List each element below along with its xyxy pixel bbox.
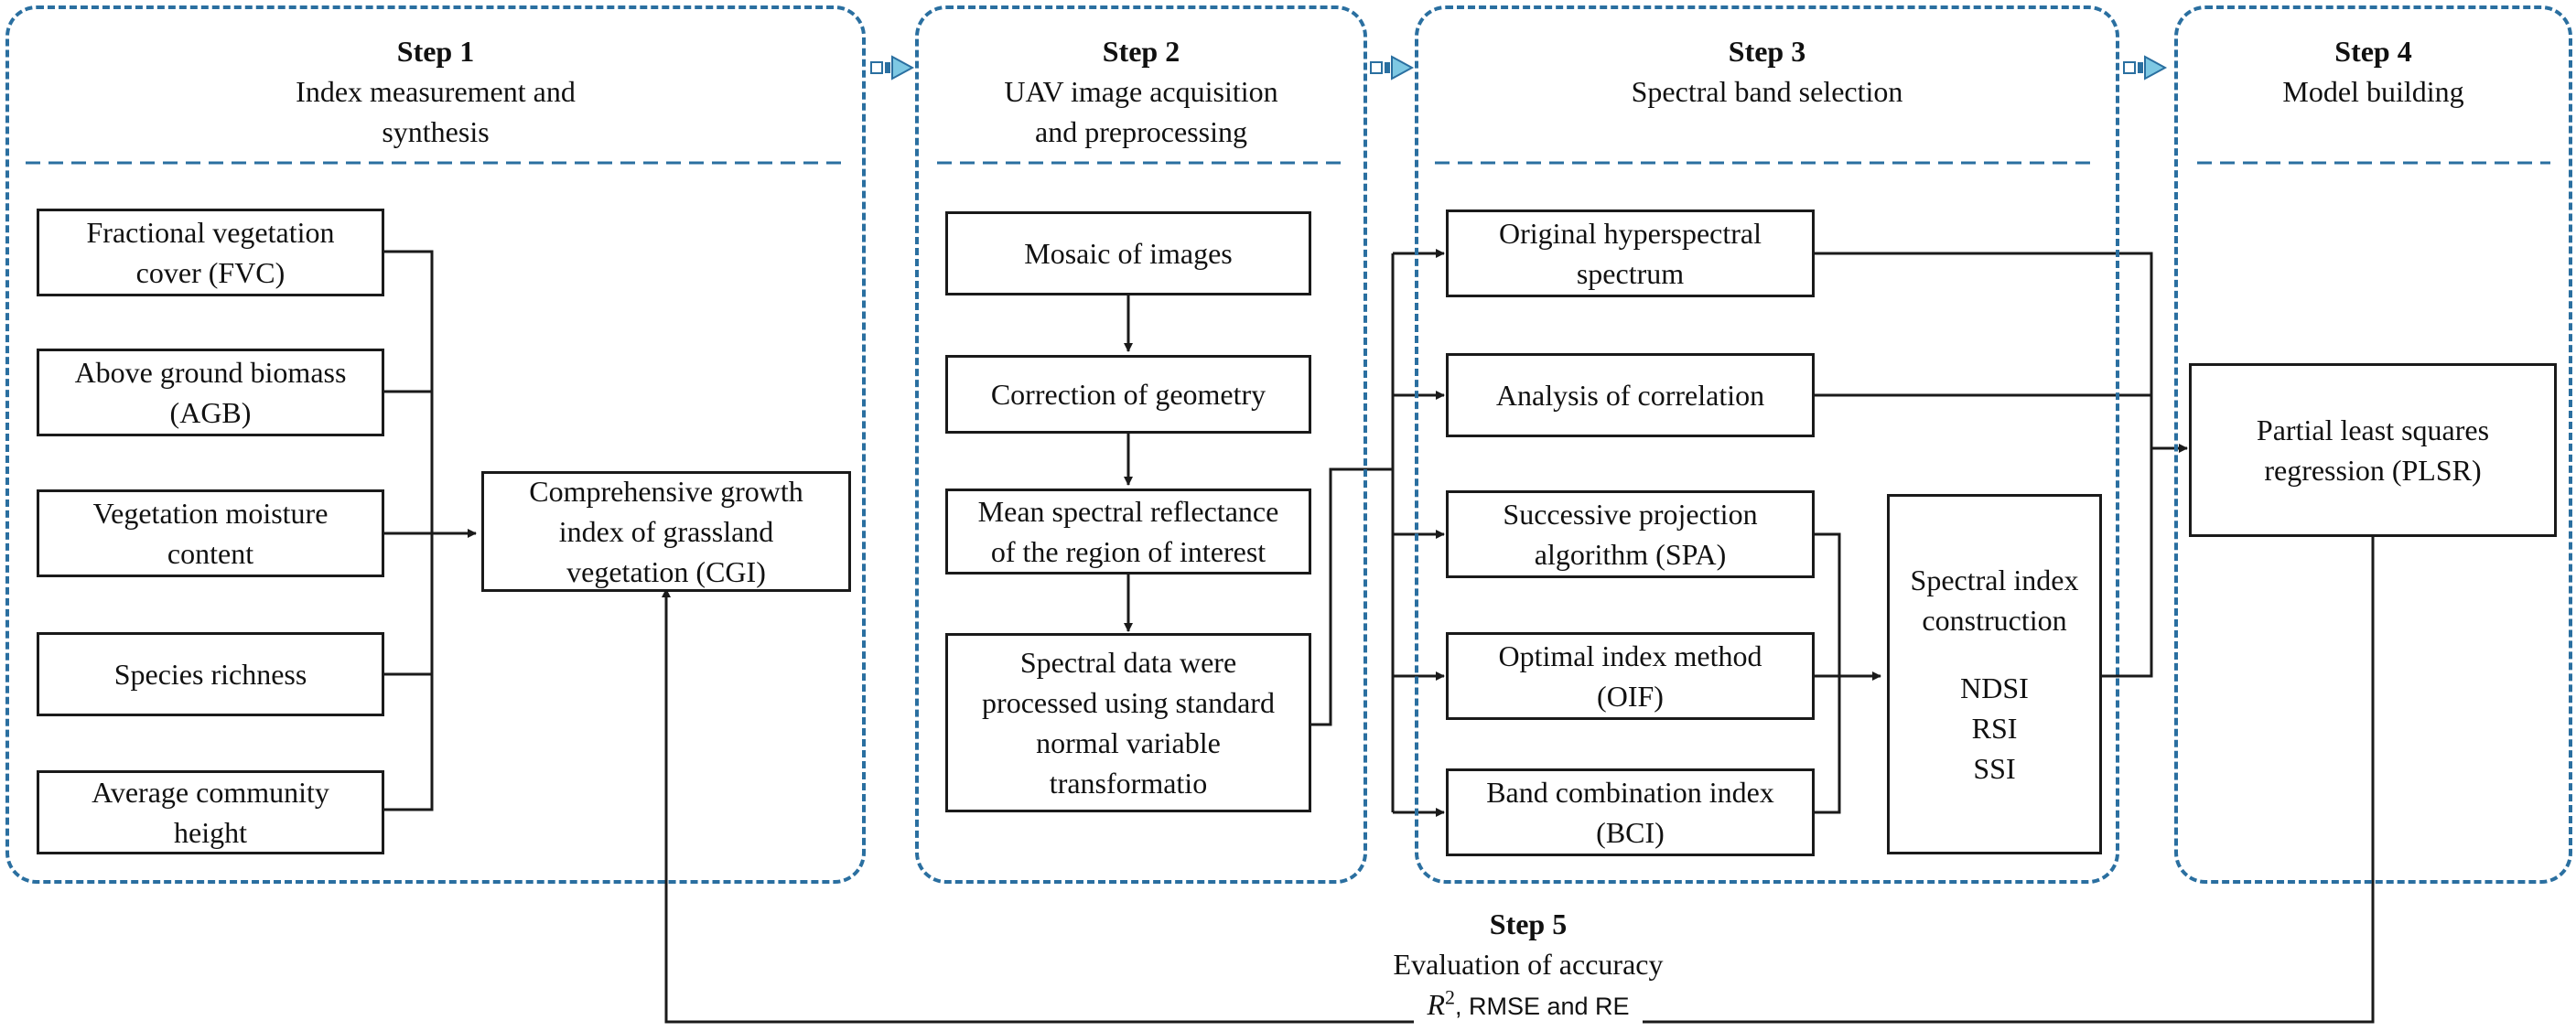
rsi-label: RSI <box>1971 712 2018 745</box>
step1-panel <box>5 5 866 884</box>
step5-title: Step 5 <box>1489 907 1568 940</box>
spa-line-1: Successive projection <box>1503 498 1758 531</box>
step5-label: Step 5 Evaluation of accuracy R2, RMSE a… <box>1071 904 1986 1026</box>
spa-box: Successive projection algorithm (SPA) <box>1446 490 1815 578</box>
connector-3-4 <box>2123 55 2168 81</box>
step2-title: Step 2 <box>1102 35 1180 68</box>
agb-line-2: (AGB) <box>169 396 252 429</box>
step2-subtitle-2: and preprocessing <box>1035 115 1247 148</box>
plsr-line-1: Partial least squares <box>2256 413 2490 446</box>
moisture-line-2: content <box>167 537 254 570</box>
index-box-moisture: Vegetation moisture content <box>37 489 384 577</box>
step3-header: Step 3 Spectral band selection <box>1415 31 2119 112</box>
connector-2-3 <box>1370 55 1415 81</box>
panel-connectors <box>870 55 2168 81</box>
step3-panel <box>1415 5 2119 884</box>
geometry-box: Correction of geometry <box>945 355 1311 434</box>
cgi-box: Comprehensive growth index of grassland ve… <box>481 471 851 592</box>
moisture-line-1: Vegetation moisture <box>92 497 329 530</box>
index-box-height: Average community height <box>37 770 384 854</box>
step3-subtitle-1: Spectral band selection <box>1631 75 1903 108</box>
step2-header: Step 2 UAV image acquisition and preproc… <box>915 31 1367 152</box>
step4-subtitle-1: Model building <box>2282 75 2464 108</box>
index-box-species: Species richness <box>37 632 384 716</box>
step1-subtitle-1: Index measurement and <box>296 75 576 108</box>
snv-line-4: transformatio <box>1049 767 1208 800</box>
reflectance-line-2: of the region of interest <box>990 535 1266 568</box>
mosaic-line-1: Mosaic of images <box>1024 237 1233 270</box>
step4-header: Step 4 Model building <box>2174 31 2572 112</box>
step2-subtitle-1: UAV image acquisition <box>1004 75 1278 108</box>
agb-line-1: Above ground biomass <box>74 356 347 389</box>
reflectance-line-1: Mean spectral reflectance <box>977 495 1279 528</box>
cgi-line-1: Comprehensive growth <box>529 475 803 508</box>
height-line-2: height <box>174 816 247 849</box>
plsr-line-2: regression (PLSR) <box>2264 454 2482 487</box>
mosaic-box: Mosaic of images <box>945 211 1311 295</box>
correlation-box: Analysis of correlation <box>1446 353 1815 437</box>
bci-box: Band combination index (BCI) <box>1446 768 1815 856</box>
step4-panel <box>2174 5 2572 884</box>
r-symbol: R <box>1427 988 1445 1021</box>
spectral-index-line-2: construction <box>1922 604 2067 637</box>
spa-line-2: algorithm (SPA) <box>1534 538 1727 571</box>
ssi-label: SSI <box>1973 752 2016 785</box>
snv-line-2: processed using standard <box>982 686 1275 719</box>
bci-line-1: Band combination index <box>1486 776 1774 809</box>
index-box-agb: Above ground biomass (AGB) <box>37 349 384 436</box>
spectral-index-line-1: Spectral index <box>1910 564 2079 596</box>
hyperspectral-line-2: spectrum <box>1576 257 1685 290</box>
oif-line-1: Optimal index method <box>1498 639 1762 672</box>
connector-1-2 <box>870 55 915 81</box>
oif-line-2: (OIF) <box>1597 680 1664 713</box>
hyperspectral-box: Original hyperspectral spectrum <box>1446 209 1815 297</box>
oif-box: Optimal index method (OIF) <box>1446 632 1815 720</box>
step2-panel <box>915 5 1367 884</box>
snv-line-1: Spectral data were <box>1019 646 1237 679</box>
bci-line-2: (BCI) <box>1596 816 1665 849</box>
plsr-box: Partial least squares regression (PLSR) <box>2189 363 2557 537</box>
metrics-rest: , RMSE and RE <box>1454 993 1630 1020</box>
snv-line-3: normal variable <box>1036 726 1221 759</box>
step3-title: Step 3 <box>1728 35 1806 68</box>
reflectance-box: Mean spectral reflectance of the region o… <box>945 489 1311 575</box>
geometry-line-1: Correction of geometry <box>990 378 1266 411</box>
step5-metrics: R2, RMSE and RE <box>1414 984 1643 1026</box>
r-squared-sup: 2 <box>1444 985 1455 1009</box>
fvc-line-2: cover (FVC) <box>135 256 286 289</box>
index-box-fvc: Fractional vegetation cover (FVC) <box>37 209 384 296</box>
step1-title: Step 1 <box>396 35 475 68</box>
species-line-1: Species richness <box>113 658 307 691</box>
step1-header: Step 1 Index measurement and synthesis <box>5 31 866 152</box>
hyperspectral-line-1: Original hyperspectral <box>1499 217 1762 250</box>
spectral-index-spacer <box>1911 640 2079 668</box>
step4-title: Step 4 <box>2334 35 2412 68</box>
cgi-line-2: index of grassland <box>558 515 774 548</box>
snv-box: Spectral data were processed using standa… <box>945 633 1311 812</box>
fvc-line-1: Fractional vegetation <box>86 216 335 249</box>
step1-subtitle-2: synthesis <box>382 115 490 148</box>
spectral-index-box: Spectral index construction NDSI RSI SSI <box>1887 494 2102 854</box>
height-line-1: Average community <box>92 776 329 809</box>
ndsi-label: NDSI <box>1960 671 2029 704</box>
cgi-line-3: vegetation (CGI) <box>566 555 766 588</box>
correlation-line-1: Analysis of correlation <box>1495 379 1765 412</box>
step5-subtitle: Evaluation of accuracy <box>1393 948 1664 981</box>
